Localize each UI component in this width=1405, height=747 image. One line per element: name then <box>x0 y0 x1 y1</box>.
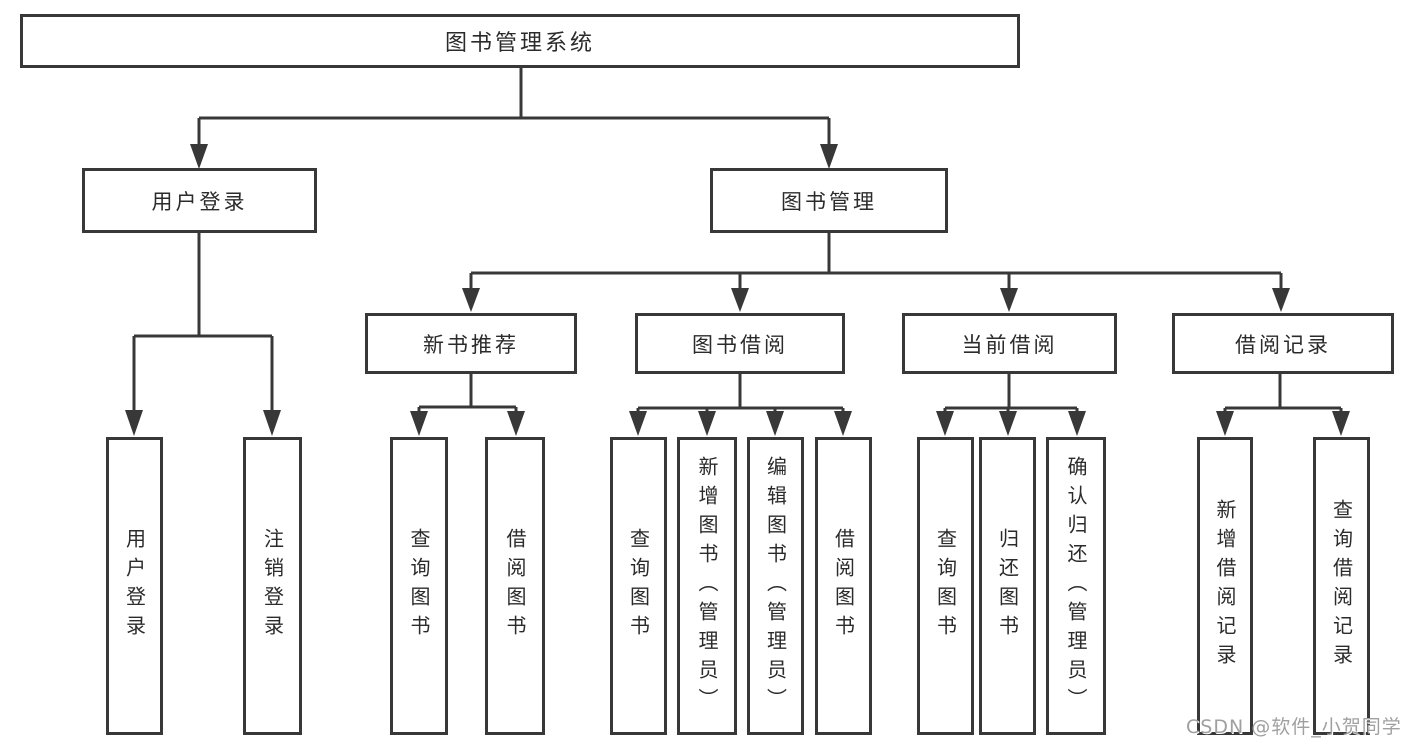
node-label: 新书推荐 <box>423 332 519 357</box>
edge-user-login-to-leaves <box>125 233 281 436</box>
leaf-bb-add-book-admin: 新增图书（管理员） <box>677 437 737 735</box>
node-label: 查询图书 <box>407 528 431 644</box>
node-label: 当前借阅 <box>961 332 1058 357</box>
leaf-bb-query-book: 查询图书 <box>610 437 667 735</box>
node-label: 图书管理系统 <box>444 31 595 56</box>
node-label: 查询图书 <box>933 528 958 644</box>
node-label: 用户登录 <box>151 189 248 214</box>
node-label: 借阅图书 <box>831 528 856 644</box>
node-borrowing-records: 借阅记录 <box>1172 313 1394 374</box>
node-label: 编辑图书（管理员） <box>763 455 788 717</box>
leaf-bb-edit-book-admin: 编辑图书（管理员） <box>747 437 804 735</box>
edge-book-borrow-to-leaves <box>629 373 852 436</box>
node-user-login-group: 用户登录 <box>82 168 317 233</box>
node-label: 新增图书（管理员） <box>695 455 719 717</box>
csdn-watermark: CSDN @软件_小贺同学 <box>1186 716 1402 738</box>
edge-current-borrow-to-leaves <box>936 373 1086 436</box>
node-label: 查询图书 <box>626 528 651 644</box>
node-label: 注销登录 <box>260 528 285 644</box>
node-label: 借阅图书 <box>503 528 527 644</box>
leaf-cb-return-book: 归还图书 <box>979 437 1036 735</box>
node-label: 图书管理 <box>781 189 877 214</box>
node-label: 新增借阅记录 <box>1213 499 1237 673</box>
leaf-br-add-record: 新增借阅记录 <box>1197 437 1253 735</box>
leaf-user-login: 用户登录 <box>106 437 163 735</box>
edge-new-book-rec-to-leaves <box>410 373 525 436</box>
node-new-book-recommendation: 新书推荐 <box>365 313 577 374</box>
leaf-cb-query-book: 查询图书 <box>917 437 974 735</box>
node-library-management-system: 图书管理系统 <box>20 14 1020 68</box>
leaf-br-query-record: 查询借阅记录 <box>1313 437 1370 735</box>
node-label: 归还图书 <box>995 528 1020 644</box>
node-label: 用户登录 <box>122 528 147 644</box>
node-label: 图书借阅 <box>692 332 788 357</box>
leaf-cb-confirm-return-admin: 确认归还（管理员） <box>1046 437 1106 735</box>
edge-root-to-level2 <box>190 68 838 169</box>
leaf-rec-query-book: 查询图书 <box>390 437 448 735</box>
edge-borrow-record-to-leaves <box>1216 373 1350 436</box>
node-current-borrowing: 当前借阅 <box>902 313 1117 374</box>
leaf-bb-borrow-book: 借阅图书 <box>815 437 872 735</box>
leaf-logout: 注销登录 <box>243 437 302 735</box>
edge-book-mgmt-to-level3 <box>462 233 1290 312</box>
node-book-borrowing: 图书借阅 <box>635 313 845 374</box>
leaf-rec-borrow-book: 借阅图书 <box>485 437 545 735</box>
node-label: 确认归还（管理员） <box>1064 455 1088 717</box>
node-book-management: 图书管理 <box>710 168 948 233</box>
node-label: 借阅记录 <box>1235 332 1331 357</box>
node-label: 查询借阅记录 <box>1329 499 1354 673</box>
